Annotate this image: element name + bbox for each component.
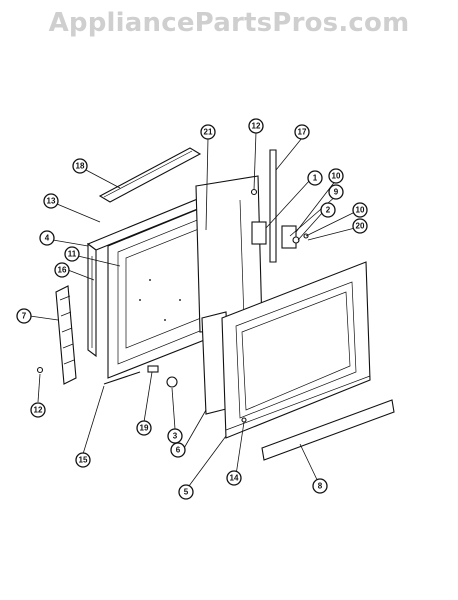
svg-text:1: 1: [313, 174, 318, 183]
svg-text:3: 3: [173, 432, 178, 441]
svg-text:7: 7: [22, 312, 27, 321]
callout-9: 9: [328, 184, 344, 200]
callout-17: 17: [294, 124, 310, 140]
svg-text:15: 15: [79, 456, 88, 465]
svg-text:6: 6: [176, 446, 181, 455]
callout-12-top: 12: [248, 118, 264, 134]
svg-text:17: 17: [298, 128, 307, 137]
part-18-top-trim: [98, 147, 202, 203]
svg-text:18: 18: [76, 162, 85, 171]
svg-text:12: 12: [34, 406, 43, 415]
svg-text:13: 13: [47, 197, 56, 206]
callout-3: 3: [167, 428, 183, 444]
svg-text:8: 8: [318, 482, 323, 491]
part-17-rod: [269, 149, 277, 263]
callout-1: 1: [307, 170, 323, 186]
callout-5: 5: [178, 484, 194, 500]
callout-8: 8: [312, 478, 328, 494]
svg-text:19: 19: [140, 424, 149, 433]
callout-2: 2: [320, 202, 336, 218]
svg-text:10: 10: [356, 206, 365, 215]
callout-12-left: 12: [30, 402, 46, 418]
svg-text:20: 20: [356, 222, 365, 231]
part-7-hinge-strip: [55, 285, 77, 385]
svg-text:14: 14: [230, 474, 239, 483]
part-5-outer-door: [221, 261, 371, 439]
callout-20: 20: [352, 218, 368, 234]
svg-text:2: 2: [326, 206, 331, 215]
callout-14: 14: [226, 470, 242, 486]
svg-text:11: 11: [68, 250, 77, 259]
svg-text:16: 16: [58, 266, 67, 275]
svg-text:9: 9: [334, 188, 339, 197]
svg-text:12: 12: [252, 122, 261, 131]
callout-18: 18: [72, 158, 88, 174]
callout-10-lower: 10: [352, 202, 368, 218]
callout-11: 11: [64, 246, 80, 262]
svg-text:5: 5: [184, 488, 189, 497]
part-8-bottom-trim: [261, 399, 395, 461]
watermark-logo: AppliancePartsPros.com: [48, 8, 410, 38]
svg-text:10: 10: [332, 172, 341, 181]
svg-text:21: 21: [204, 128, 213, 137]
callout-15: 15: [75, 452, 91, 468]
small-fasteners: [36, 188, 309, 423]
callout-19: 19: [136, 420, 152, 436]
hinge-hardware: [251, 221, 300, 249]
callout-6: 6: [170, 442, 186, 458]
callout-7: 7: [16, 308, 32, 324]
callout-4: 4: [39, 230, 55, 246]
callout-16: 16: [54, 262, 70, 278]
callout-13: 13: [43, 193, 59, 209]
svg-text:4: 4: [45, 234, 50, 243]
callout-21: 21: [200, 124, 216, 140]
callout-10-top: 10: [328, 168, 344, 184]
part-15-rod: [103, 371, 141, 385]
